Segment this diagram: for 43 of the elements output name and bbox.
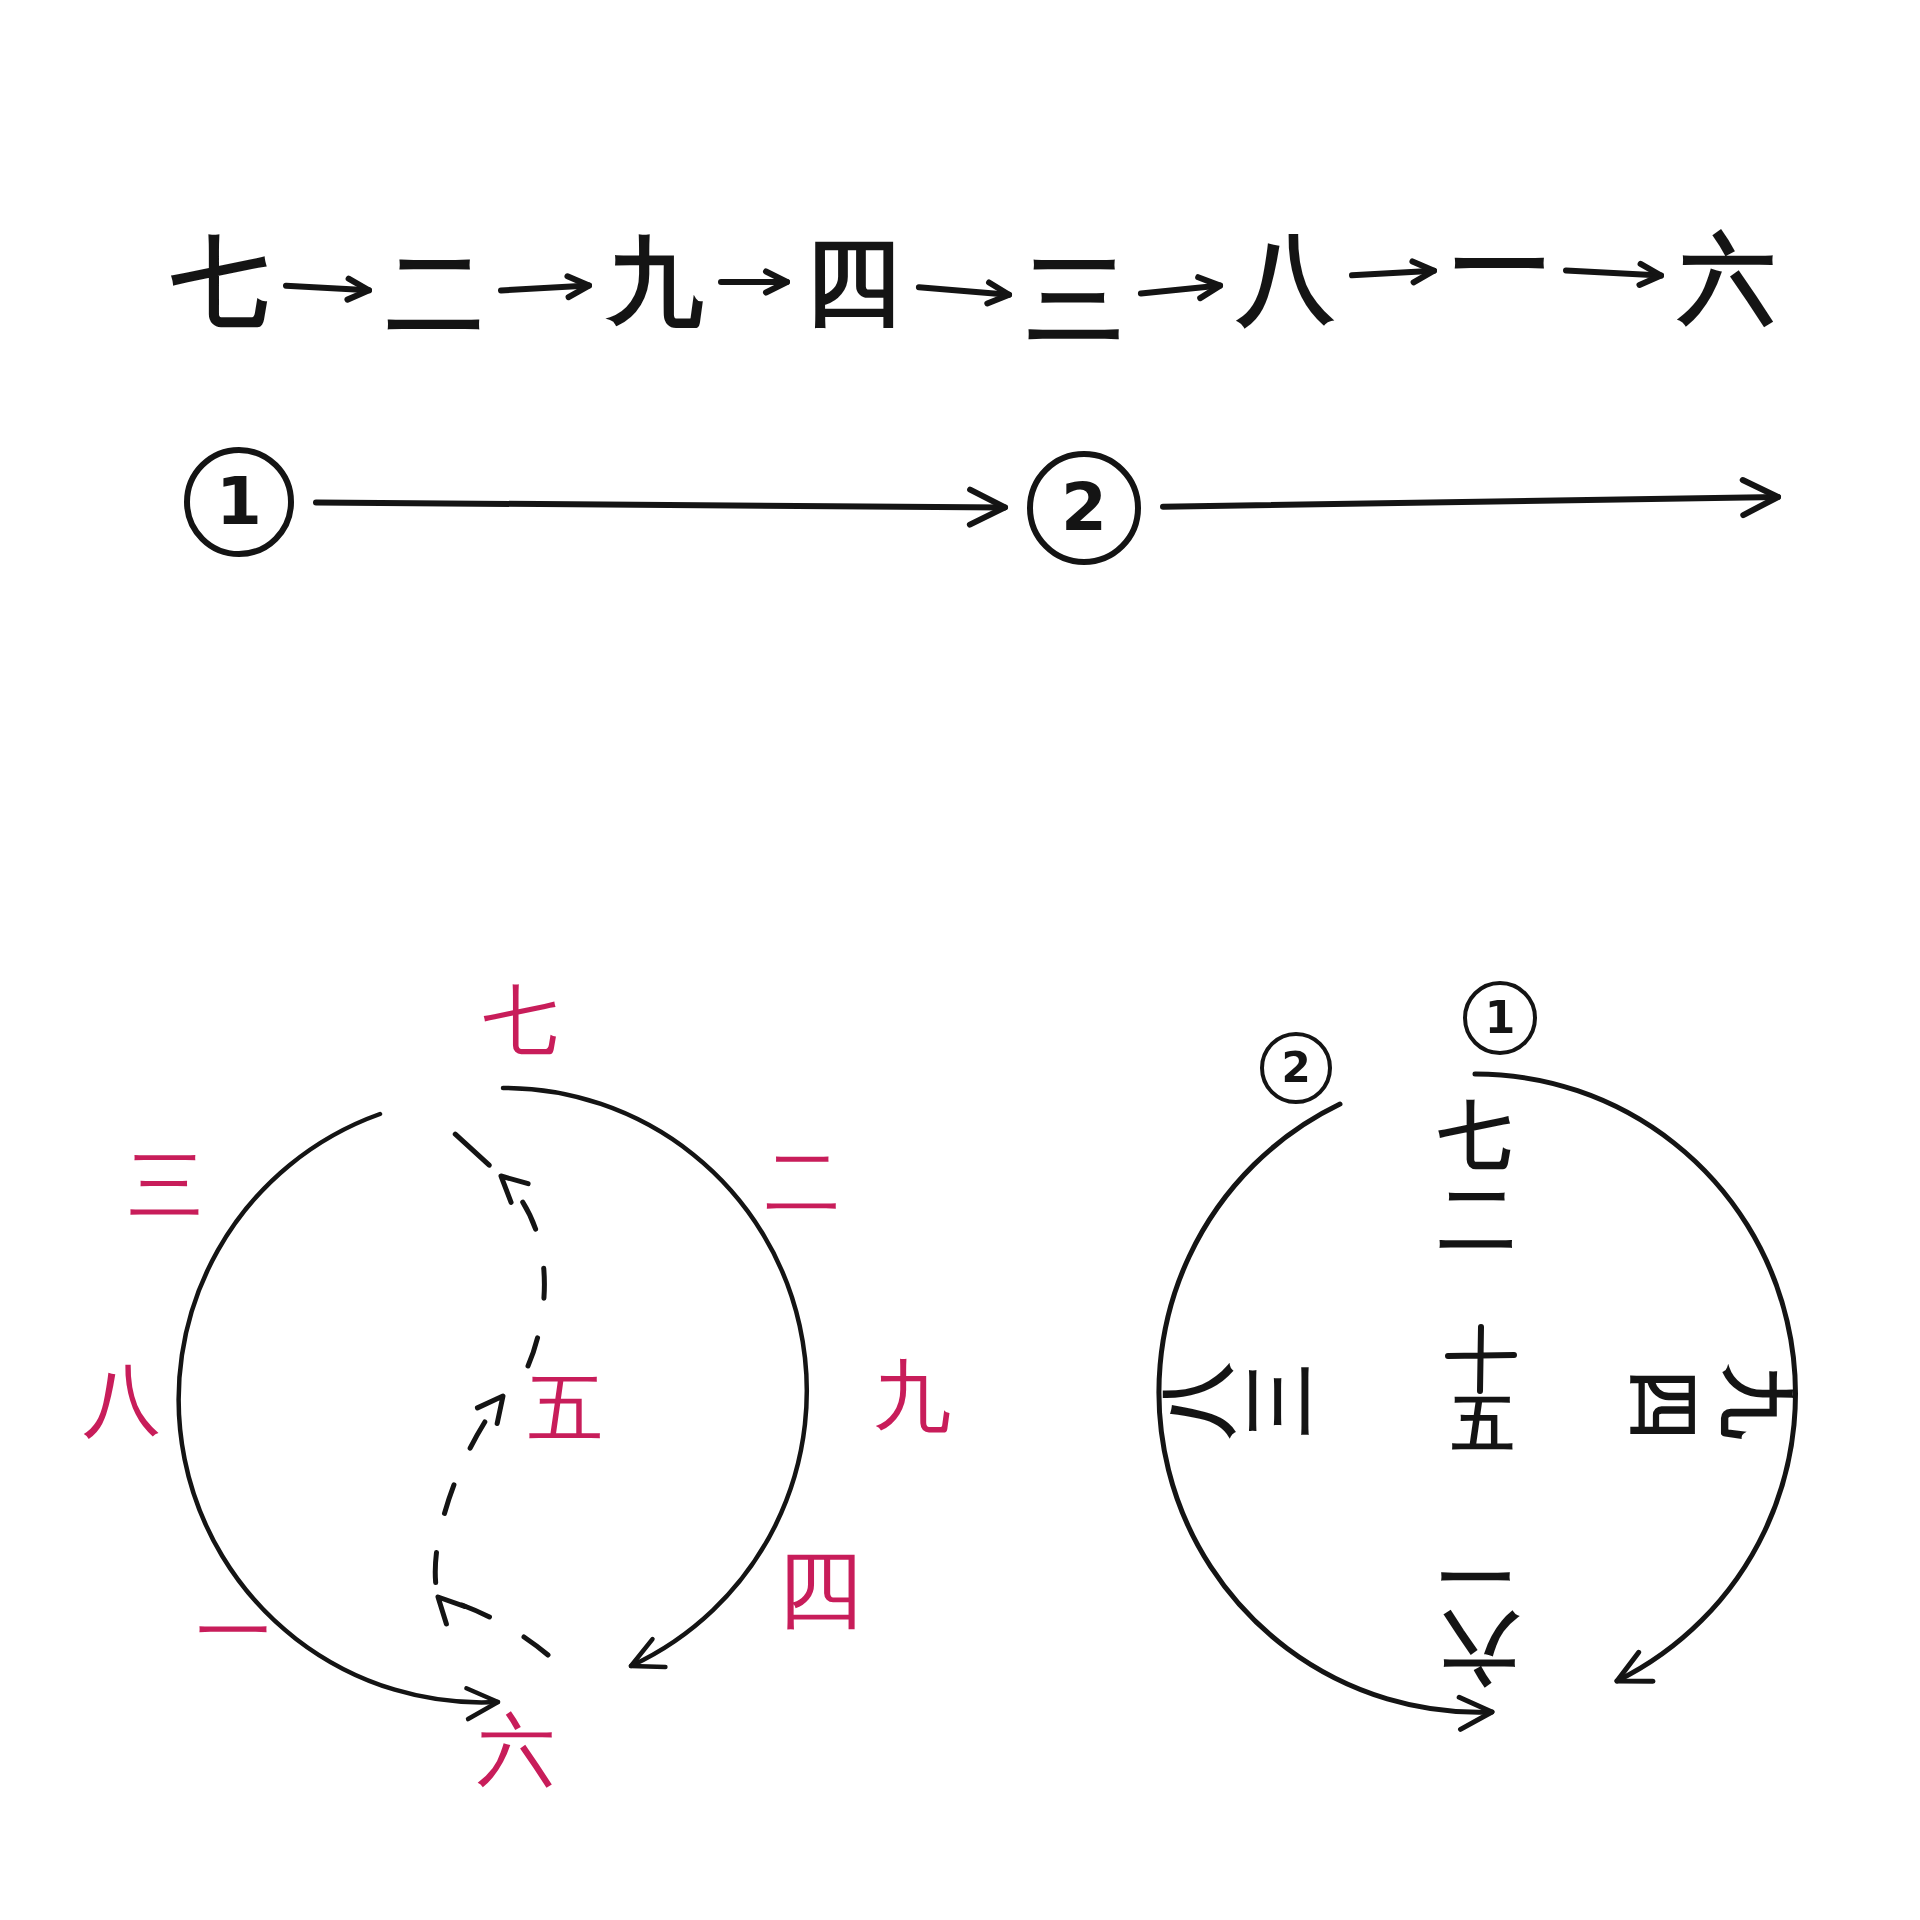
numeral: 七 [480,980,560,1060]
numeral: 九 [1717,1363,1797,1441]
circled-number: 1 [1463,981,1537,1055]
numeral: 五 [525,1368,605,1448]
arrow [1563,260,1664,288]
numeral: 三 [1240,1363,1318,1438]
numeral: 四 [1626,1367,1704,1442]
arrow [1137,274,1224,302]
arrow [915,279,1013,307]
circled-number: 1 [184,447,294,557]
numeral: 六 [1440,1608,1520,1688]
numeral: 八 [82,1358,162,1442]
curved-arrow [1472,1071,1798,1684]
numeral: 三 [1025,250,1125,350]
numeral: 一 [1450,217,1550,317]
numeral: 二 [385,244,485,344]
numeral: 六 [476,1705,556,1795]
numeral: 八 [1236,229,1336,329]
numeral: 二 [1438,1179,1516,1261]
numeral: 九 [872,1354,952,1438]
numeral: 八 [1157,1362,1237,1440]
numeral: 六 [1677,229,1777,329]
arrow [1349,258,1437,286]
numeral: 四 [776,1543,864,1635]
arrow [498,273,592,301]
circled-number: 2 [1027,451,1141,565]
arrow [283,275,372,303]
numeral: 一 [194,1591,272,1673]
numeral: 四 [803,232,903,332]
numeral: 九 [605,232,705,332]
arrow [718,268,790,296]
curved-arrow [176,1111,501,1720]
arrow [313,486,1008,528]
circled-number: 2 [1260,1032,1332,1104]
curved-arrow [500,1085,809,1669]
numeral: 三 [126,1144,204,1226]
numeral: 二 [763,1141,841,1223]
arrow [1160,477,1781,519]
numeral: 五 [1451,1390,1515,1458]
curved-arrow [1156,1101,1495,1730]
numeral: 七 [170,232,270,332]
numeral: 七 [1437,1096,1512,1174]
dashed-arrow [432,1393,551,1658]
